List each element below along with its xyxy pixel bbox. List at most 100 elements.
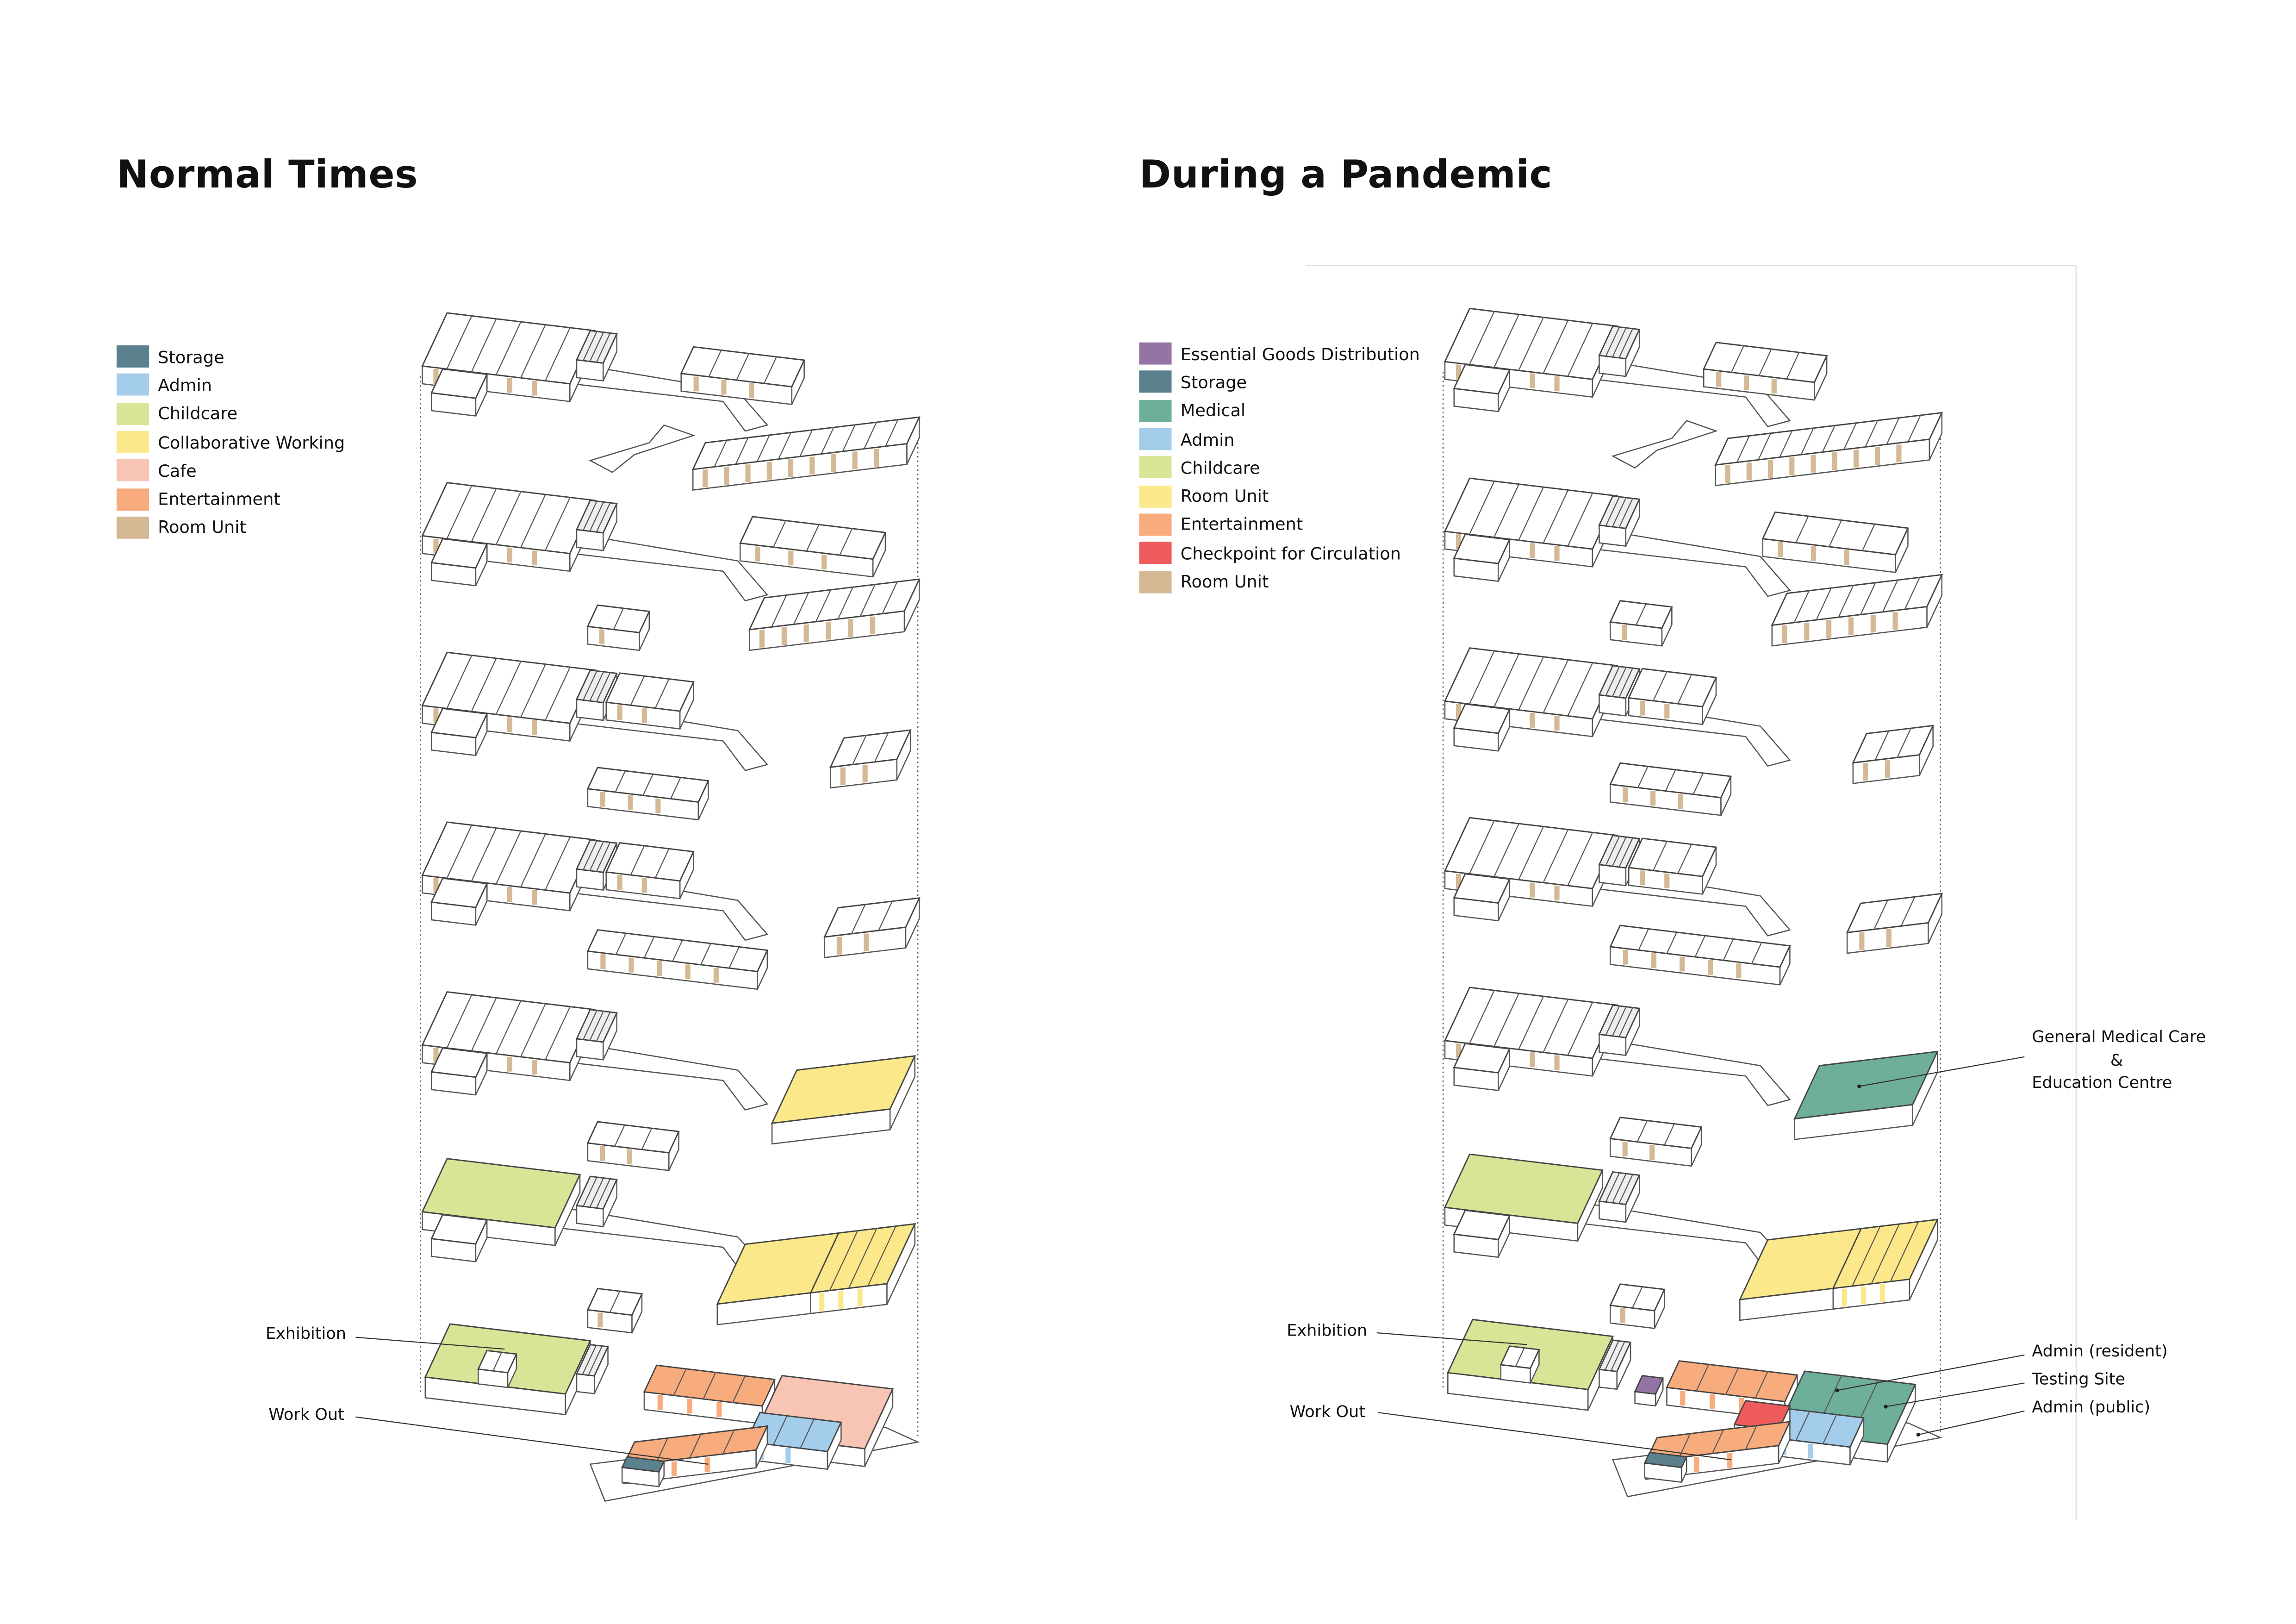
room-unit-door: [433, 1048, 439, 1063]
room-partition: [1518, 996, 1544, 1050]
room-unit-door: [1736, 963, 1742, 979]
room-unit-door: [826, 622, 831, 640]
room-partition: [1665, 769, 1676, 792]
room-partition: [1904, 577, 1920, 610]
exhibition-leader: [1376, 1332, 1527, 1345]
room-partition: [1852, 1226, 1881, 1287]
room-partition: [703, 1372, 716, 1399]
room-unit-door: [1554, 546, 1560, 561]
room-partition: [672, 940, 683, 962]
room-partition: [615, 933, 627, 955]
room-unit-door: [531, 720, 537, 735]
stair-core-front-face: [1599, 1368, 1618, 1390]
room-unit-door: [433, 708, 439, 724]
room-unit-door: [1767, 460, 1773, 478]
room-partition: [793, 592, 809, 625]
legend-label: Entertainment: [1180, 514, 1303, 535]
room-unit-door: [1530, 712, 1535, 728]
room-unit-door: [1853, 450, 1859, 468]
room-partition: [1843, 423, 1857, 450]
room-partition: [614, 1124, 625, 1147]
room-partition: [596, 672, 611, 702]
room-partition: [495, 321, 522, 375]
room-partition: [851, 904, 866, 934]
room-partition: [771, 595, 787, 627]
legend-swatch: [116, 374, 149, 396]
room-unit-door: [1640, 700, 1645, 716]
room-partition: [878, 901, 893, 931]
room-partition: [583, 1010, 597, 1040]
legend-swatch: [116, 345, 149, 368]
room-unit-door: [671, 1461, 677, 1476]
room-partition: [596, 1178, 611, 1208]
room-partition: [1469, 990, 1495, 1044]
room-partition: [495, 661, 522, 715]
room-partition: [1493, 653, 1519, 707]
room-unit-door: [1743, 375, 1749, 390]
room-unit-door: [766, 462, 772, 480]
room-partition: [859, 584, 876, 617]
room-partition: [1793, 590, 1810, 623]
room-unit-door: [433, 538, 439, 554]
room-unit-door: [1886, 929, 1892, 947]
legend-item: Room Unit: [116, 513, 345, 542]
room-unit-door: [1530, 1052, 1535, 1068]
room-partition: [736, 353, 750, 381]
room-unit-door: [1622, 625, 1627, 640]
room-partition: [589, 332, 604, 362]
left-annex-floor: [1453, 363, 1511, 395]
legend-label: Admin: [1180, 429, 1235, 450]
legend-item: Entertainment: [116, 485, 345, 513]
left-panel-title: Normal Times: [116, 153, 418, 198]
room-partition: [1758, 349, 1772, 376]
room-partition: [1543, 659, 1569, 713]
room-unit-door: [1727, 1453, 1733, 1468]
room-unit-door: [836, 937, 842, 955]
room-partition: [545, 1006, 571, 1060]
room-partition: [1745, 1425, 1757, 1450]
room-partition: [1897, 728, 1911, 758]
room-partition: [1469, 820, 1495, 874]
room-partition: [1795, 516, 1809, 543]
room-partition: [1618, 498, 1633, 528]
legend-label: Medical: [1180, 400, 1246, 421]
room-partition: [1636, 603, 1647, 625]
room-partition: [615, 770, 626, 793]
left-annex-floor: [430, 538, 488, 569]
room-partition: [1605, 326, 1620, 356]
annotation-leader: [1837, 1354, 2025, 1391]
room-unit-door: [749, 383, 754, 398]
room-unit-door: [1808, 1443, 1813, 1459]
room-partition: [1612, 667, 1627, 697]
left-annex-floor: [1453, 533, 1511, 564]
room-unit-door: [1708, 960, 1713, 975]
room-partition: [821, 427, 834, 455]
room-partition: [1873, 899, 1888, 930]
left-annex-floor: [430, 707, 488, 739]
room-partition: [848, 1228, 877, 1289]
room-partition: [582, 1345, 597, 1375]
room-unit-door: [1554, 716, 1560, 731]
room-partition: [1605, 496, 1620, 526]
room-unit-door: [531, 1060, 537, 1075]
room-partition: [583, 331, 597, 361]
legend-swatch: [116, 488, 149, 510]
label-admin-public: Admin (public): [2032, 1398, 2151, 1417]
legend-swatch: [1139, 400, 1172, 422]
room-partition: [641, 1128, 653, 1150]
room-partition: [1664, 1124, 1675, 1145]
legend-item: Storage: [1139, 368, 1420, 397]
room-partition: [1751, 942, 1762, 964]
room-partition: [1860, 582, 1876, 615]
room-unit-door: [1844, 550, 1849, 565]
room-unit-door: [788, 550, 794, 566]
room-unit-door: [819, 1293, 825, 1311]
label-testing-site: Testing Site: [2032, 1369, 2126, 1389]
left-wing-floor: [421, 1158, 581, 1229]
room-partition: [630, 845, 645, 875]
room-unit-door: [1789, 457, 1795, 475]
room-unit-door: [507, 887, 512, 902]
room-partition: [1605, 1172, 1620, 1202]
left-wing-floor: [1444, 1153, 1604, 1224]
